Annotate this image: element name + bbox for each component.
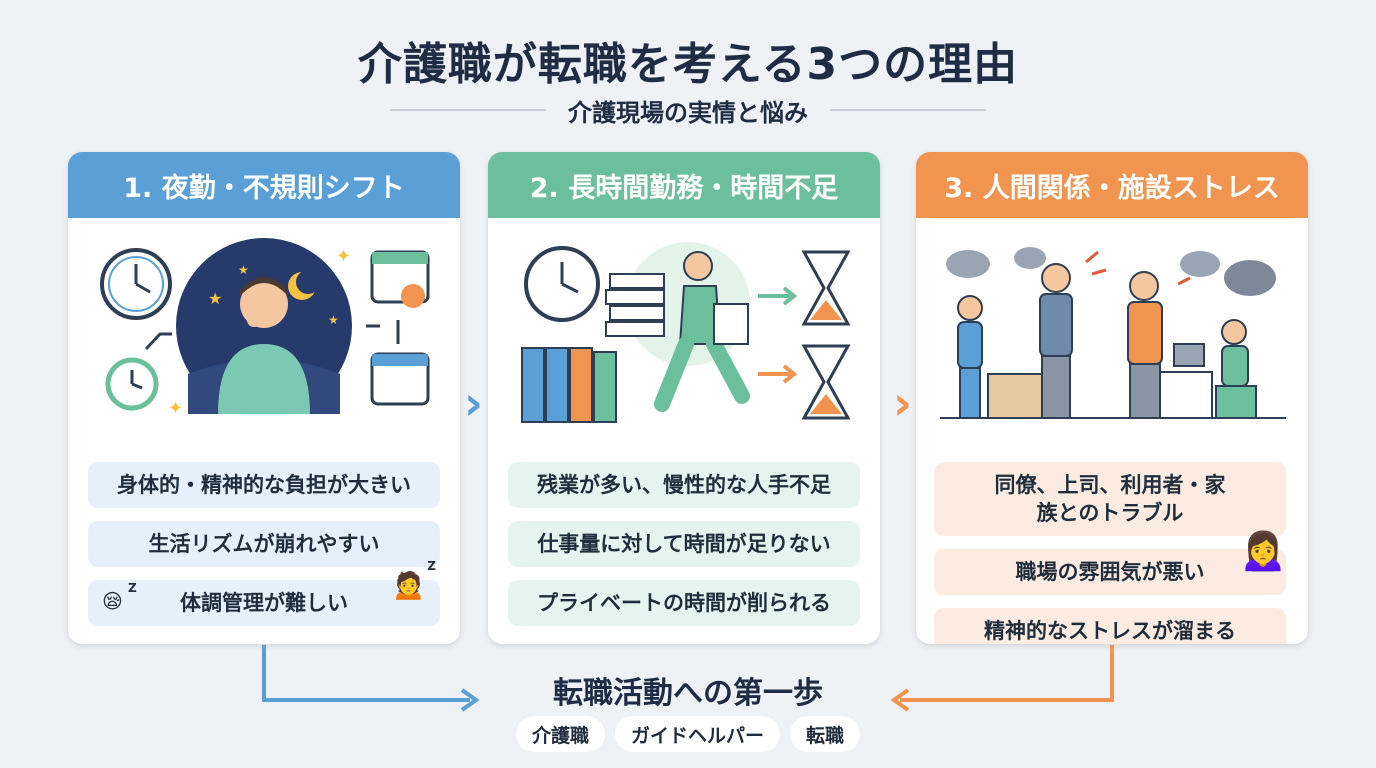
reason-item: 仕事量に対して時間が足りない [508,521,860,567]
boss-icon [1039,263,1073,419]
reason-item: 職場の雰囲気が悪い 🙍‍♀️ [934,527,1288,595]
sleep-mark: Z [128,581,137,595]
reason-item: 体調管理が難しい 😪 Z 🙍 Z [88,559,440,626]
reason-item-text: 体調管理が難しい [180,590,348,615]
tired-person-icon: 🙍 [391,568,426,601]
workplace-conflict-illustration [916,234,1308,504]
reason-item: 残業が多い、慢性的な人手不足 [508,462,860,508]
tag-chip[interactable]: 介護職 [515,716,605,752]
reason-card-night-shift: 1. 夜勤・不規則シフト ★ [68,152,460,644]
calendar-icon [370,250,430,308]
footer-title: 転職活動への第一歩 [553,676,823,711]
coworker-icon [957,295,983,419]
reason-card-relationships: 3. 人間関係・施設ストレス [916,152,1308,644]
night-shift-illustration: ★ ★ ★ ✦ ✦ [68,234,460,504]
reason-item-text: 職場の雰囲気が悪い [1015,559,1205,584]
card-heading: 2. 長時間勤務・時間不足 [488,152,880,218]
svg-text:★: ★ [238,263,249,277]
svg-text:★: ★ [328,313,339,327]
hourglass-icon [801,250,851,326]
page-title: 介護職が転職を考える3つの理由 [357,39,1019,90]
subtitle-divider-left [390,109,546,111]
reason-item: 精神的なストレスが溜まる [934,608,1286,644]
subtitle-row: 介護現場の実情と悩み [390,90,986,130]
cycle-icon [105,357,159,411]
chevron-right-icon: › [893,376,912,430]
tag-chip[interactable]: ガイドヘルパー [614,716,780,752]
card-heading: 3. 人間関係・施設ストレス [916,152,1308,218]
desk-icon [987,343,1213,419]
worried-woman-icon: 🙍‍♀️ [1238,527,1288,573]
running-nurse-icon [654,251,750,412]
reason-item: プライベートの時間が削られる [508,580,860,626]
svg-text:★: ★ [208,289,222,308]
sleep-mark: Z [427,559,436,573]
reason-item: 身体的・精神的な負担が大きい [88,462,440,508]
chevron-right-icon: › [464,376,483,430]
reason-item: 生活リズムが崩れやすい [88,521,440,567]
angry-woman-icon [1127,271,1163,419]
tag-chip[interactable]: 転職 [790,716,861,752]
reason-item: 同僚、上司、利用者・家族とのトラブル [934,462,1286,536]
tag-list: 介護職 ガイドヘルパー 転職 [0,716,1376,752]
calendar-icon-2 [370,352,430,406]
hourglass-icon-2 [801,344,851,420]
page-subtitle: 介護現場の実情と悩み [568,98,808,127]
reason-item-text: 同僚、上司、利用者・家族とのトラブル [994,472,1226,525]
clock-icon [100,248,172,320]
subtitle-divider-right [830,109,986,111]
svg-text:✦: ✦ [336,246,351,267]
clock-icon [524,246,600,322]
sleepy-face-icon: 😪 [102,589,123,613]
reason-card-long-hours: 2. 長時間勤務・時間不足 [488,152,880,644]
card-heading: 1. 夜勤・不規則シフト [68,152,460,218]
document-stack-icon [605,273,665,337]
binders-icon [521,347,617,423]
long-hours-illustration [488,234,880,504]
storm-cloud-icon [946,247,1276,296]
sleepy-nurse-icon: ★ ★ ★ [176,238,352,414]
svg-text:✦: ✦ [168,398,183,419]
stressed-worker-icon [1215,319,1257,419]
